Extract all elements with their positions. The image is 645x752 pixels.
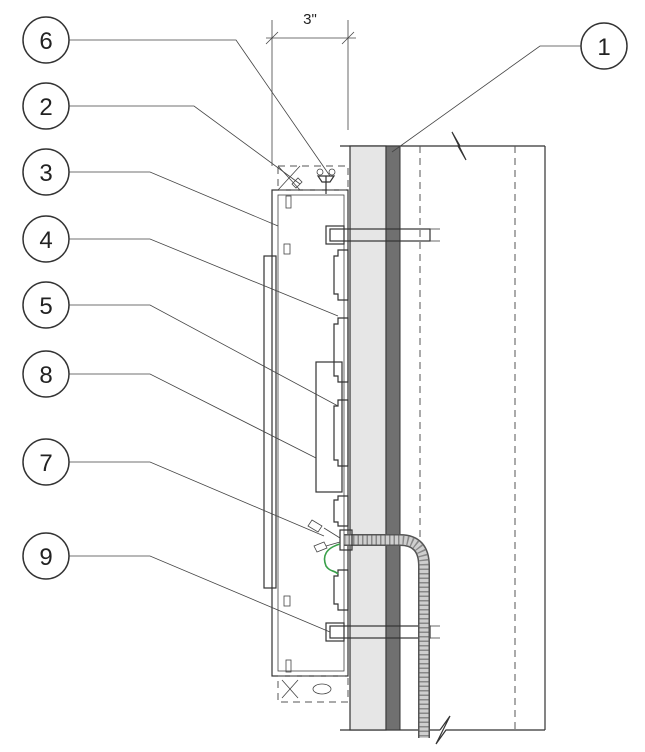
callout-8: 8 xyxy=(22,350,70,398)
callout-9: 9 xyxy=(22,532,70,580)
dimension-3-inch: 3" xyxy=(265,11,356,166)
leader-lines xyxy=(69,39,581,633)
callout-2: 2 xyxy=(22,82,70,130)
callout-1: 1 xyxy=(580,22,628,70)
top-spacer-block xyxy=(277,165,349,191)
callout-6-label: 6 xyxy=(39,28,52,55)
interior-modules xyxy=(333,249,349,611)
back-box xyxy=(263,189,349,677)
callout-2-label: 2 xyxy=(39,94,52,121)
callout-4: 4 xyxy=(22,215,70,263)
callout-5: 5 xyxy=(22,281,70,329)
callout-3: 3 xyxy=(22,148,70,196)
center-component xyxy=(315,361,343,493)
top-wing-nut xyxy=(291,168,336,194)
bottom-spacer-block xyxy=(277,675,349,703)
ground-wire xyxy=(307,519,341,575)
callout-9-label: 9 xyxy=(39,544,52,571)
gypsum-board xyxy=(349,145,387,731)
vapor-barrier-layer xyxy=(385,145,401,731)
callout-1-label: 1 xyxy=(597,34,610,61)
callout-6: 6 xyxy=(22,16,70,64)
callout-7: 7 xyxy=(22,438,70,486)
callout-5-label: 5 xyxy=(39,293,52,320)
callout-4-label: 4 xyxy=(39,227,52,254)
box-screws xyxy=(283,195,292,673)
callout-7-label: 7 xyxy=(39,450,52,477)
flexible-conduit xyxy=(339,529,430,738)
anchor-bolt-upper xyxy=(325,225,440,245)
callout-8-label: 8 xyxy=(39,362,52,389)
callout-3-label: 3 xyxy=(39,160,52,187)
dimension-label: 3" xyxy=(303,11,317,28)
